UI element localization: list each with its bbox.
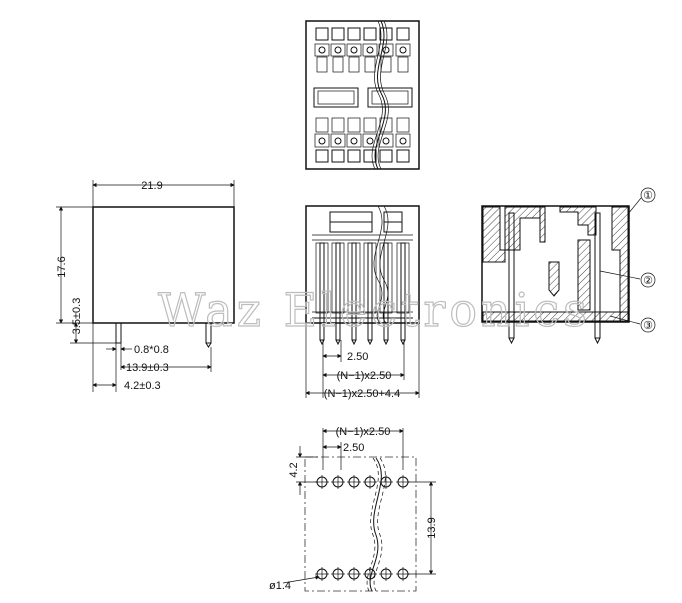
contact-pin bbox=[399, 137, 407, 145]
contact-frame bbox=[346, 133, 362, 148]
contact-slot bbox=[331, 149, 345, 163]
front-pin-array bbox=[315, 242, 410, 346]
section-view: ① ② ③ bbox=[481, 187, 656, 345]
contact-slot bbox=[315, 149, 329, 163]
contact-pin bbox=[382, 46, 390, 54]
pin bbox=[335, 242, 341, 341]
pin-tip bbox=[367, 339, 373, 346]
contact-frame bbox=[362, 133, 378, 148]
contact-slot bbox=[363, 27, 377, 41]
contact-frame bbox=[395, 133, 411, 148]
contact-leg bbox=[331, 117, 345, 133]
contact-pin bbox=[334, 46, 342, 54]
contact-pin bbox=[318, 137, 326, 145]
contact-frame bbox=[330, 43, 346, 57]
contact-leg bbox=[363, 117, 377, 133]
dim-total-label: (N−1)x2.50+4.4 bbox=[324, 388, 400, 400]
pcb-dim-hole-label: ø1.4 bbox=[269, 580, 291, 592]
contact-frame bbox=[378, 133, 394, 148]
contact-frame bbox=[330, 133, 346, 148]
contact-pin bbox=[366, 137, 374, 145]
contact-pin bbox=[366, 46, 374, 54]
contact-leg bbox=[396, 117, 410, 133]
dim-height-label: 17.6 bbox=[56, 256, 68, 277]
contact-leg bbox=[347, 117, 361, 133]
pcb-hole-array bbox=[315, 475, 410, 581]
callout-2: ② bbox=[643, 275, 653, 287]
pin-tip bbox=[400, 339, 406, 346]
pin-tip bbox=[351, 339, 357, 346]
contact-slot bbox=[379, 27, 393, 41]
contact-frame bbox=[314, 133, 330, 148]
top-contact-row-upper bbox=[314, 27, 411, 73]
top-view bbox=[305, 20, 420, 170]
callout-3: ③ bbox=[643, 320, 653, 332]
dim-pitch-label: 2.50 bbox=[347, 351, 368, 363]
side-view: 21.9 17.6 3.5±0.3 0.8*0.8 13.9±0.3 4.2±0… bbox=[56, 180, 235, 392]
contact-slot bbox=[379, 149, 393, 163]
pin bbox=[400, 242, 406, 341]
contact-frame bbox=[346, 43, 362, 57]
dim-width-label: 21.9 bbox=[141, 180, 162, 192]
callout-1: ① bbox=[643, 190, 653, 202]
contact-pin bbox=[350, 137, 358, 145]
pcb-dim-pitch-label: 2.50 bbox=[343, 442, 364, 454]
front-view: 2.50 (N−1)x2.50 (N−1)x2.50+4.4 bbox=[305, 205, 420, 400]
contact-pin bbox=[318, 46, 326, 54]
contact-leg bbox=[332, 56, 344, 73]
contact-pin bbox=[334, 137, 342, 145]
contact-leg bbox=[315, 117, 329, 133]
contact-leg bbox=[364, 56, 376, 73]
contact-slot bbox=[315, 27, 329, 41]
contact-pin bbox=[350, 46, 358, 54]
contact-slot bbox=[396, 27, 410, 41]
contact-frame bbox=[362, 43, 378, 57]
pcb-dim-row-spacing-label: 13.9 bbox=[426, 517, 438, 538]
dim-pin-height-label: 3.5±0.3 bbox=[71, 298, 83, 335]
pin bbox=[319, 242, 325, 341]
dim-span-label: (N−1)x2.50 bbox=[337, 370, 392, 382]
dim-pin-span-label: 13.9±0.3 bbox=[126, 362, 169, 374]
pcb-dim-span-label: (N−1)x2.50 bbox=[336, 426, 391, 438]
contact-slot bbox=[347, 27, 361, 41]
contact-pin bbox=[399, 46, 407, 54]
contact-slot bbox=[396, 149, 410, 163]
pin-tip bbox=[383, 339, 389, 346]
pcb-layout: (N−1)x2.50 2.50 4.2 13.9 ø1.4 bbox=[269, 426, 438, 592]
contact-slot bbox=[331, 27, 345, 41]
pcb-dim-edge-label: 4.2 bbox=[288, 462, 300, 477]
dim-pin-size-label: 0.8*0.8 bbox=[134, 344, 169, 356]
contact-leg bbox=[380, 56, 392, 73]
contact-pin bbox=[382, 137, 390, 145]
contact-leg bbox=[348, 56, 360, 73]
pin bbox=[351, 242, 357, 341]
contact-slot bbox=[363, 149, 377, 163]
contact-leg bbox=[397, 56, 409, 73]
contact-leg bbox=[316, 56, 328, 73]
watermark: Waz Electronics bbox=[158, 283, 591, 337]
contact-frame bbox=[395, 43, 411, 57]
pin-tip bbox=[335, 339, 341, 346]
contact-slot bbox=[347, 149, 361, 163]
dim-pin-offset-label: 4.2±0.3 bbox=[124, 380, 161, 392]
pin bbox=[367, 242, 373, 341]
top-contact-row-lower bbox=[314, 117, 411, 163]
contact-frame bbox=[314, 43, 330, 57]
pin-tip bbox=[319, 339, 325, 346]
